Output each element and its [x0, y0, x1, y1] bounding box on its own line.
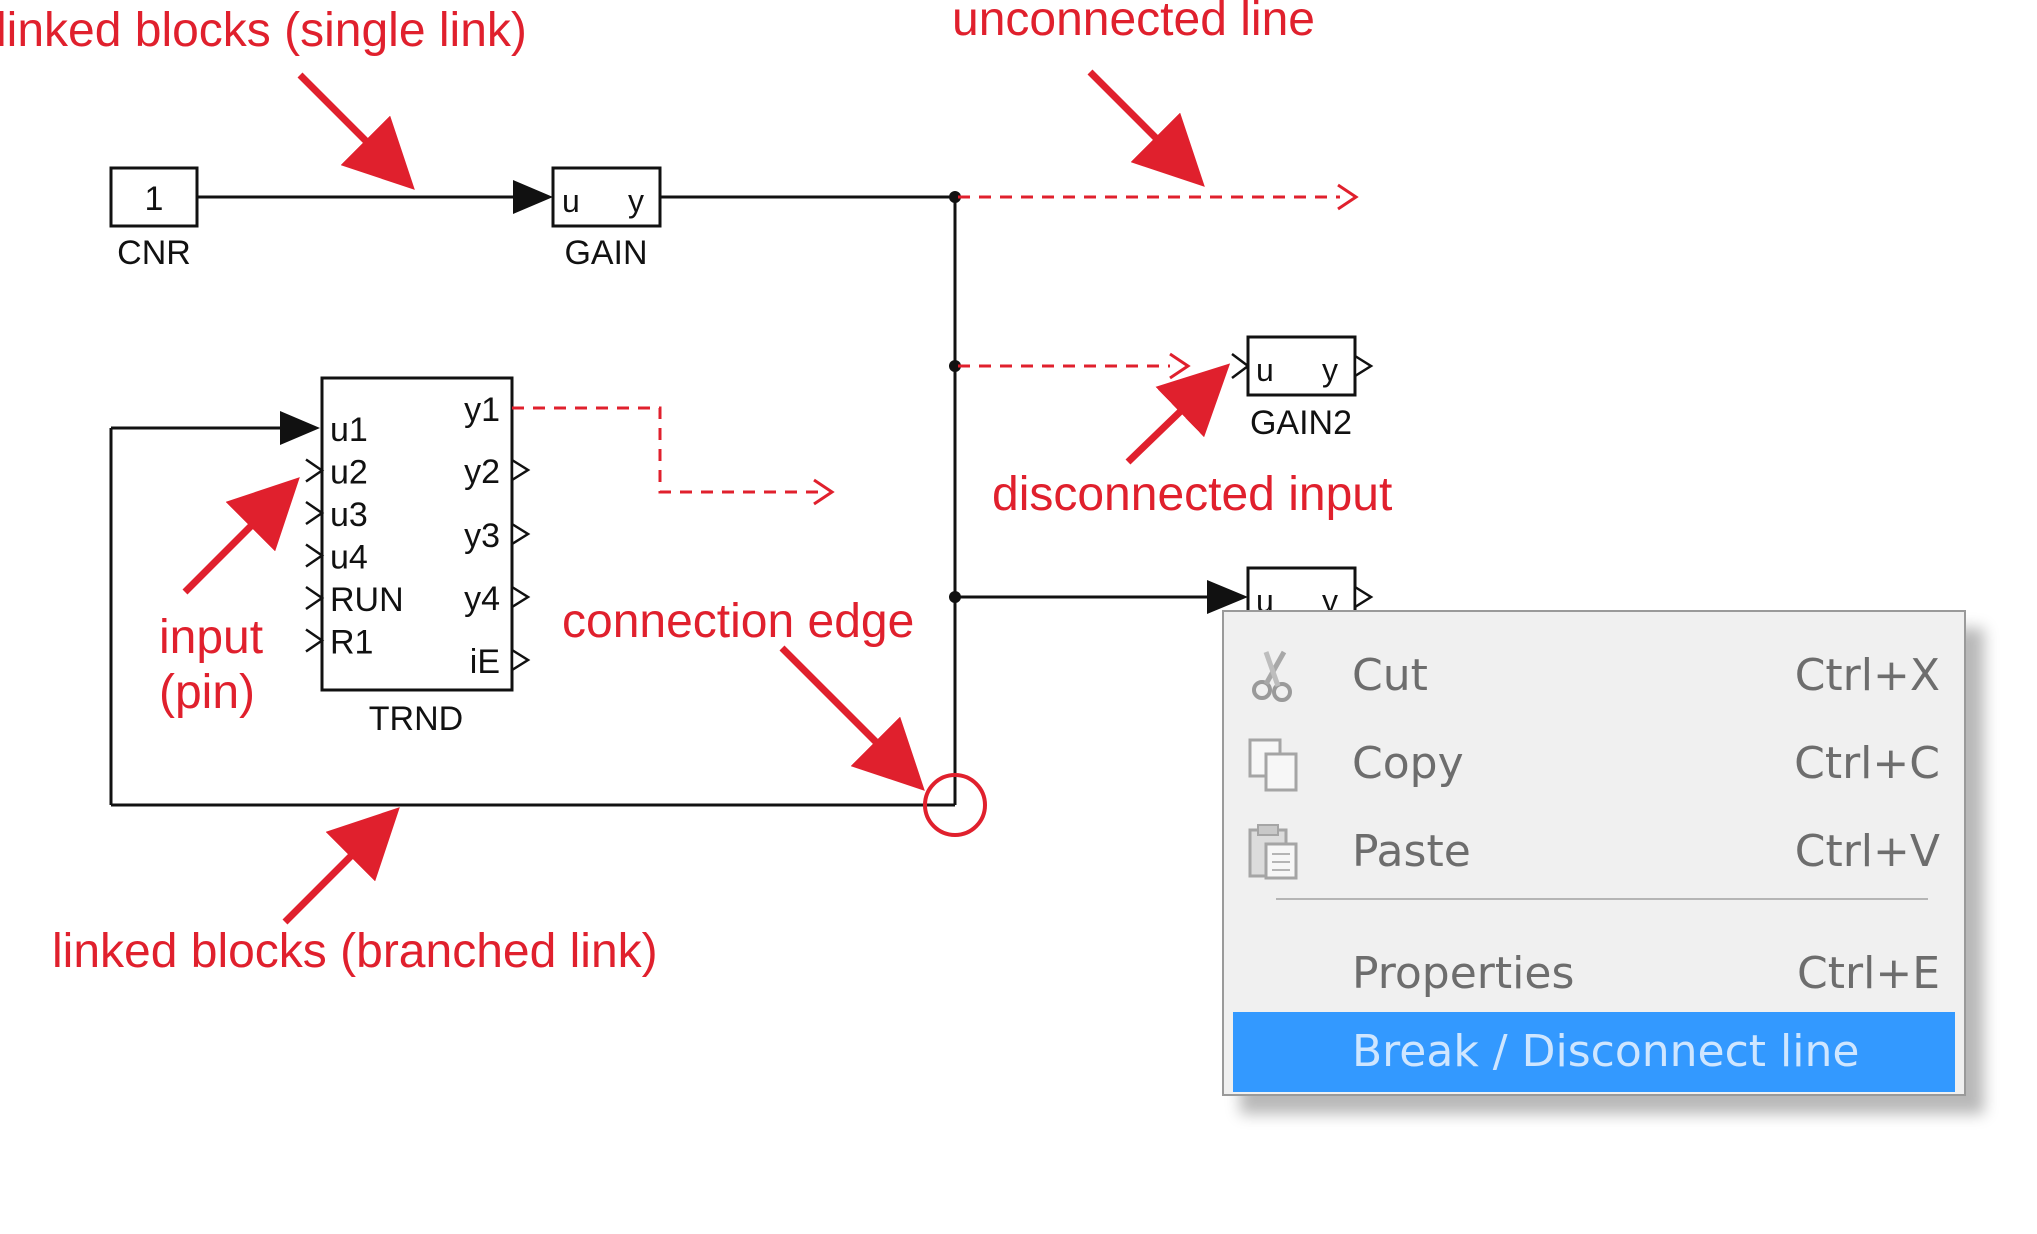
- trnd-input-pin-icon[interactable]: [305, 585, 325, 611]
- menu-item-shortcut: Ctrl+X: [1794, 650, 1940, 701]
- trnd-output-pin-icon[interactable]: [510, 647, 531, 673]
- trnd-output-pin-icon[interactable]: [510, 584, 531, 610]
- trnd-input-pin-icon[interactable]: [305, 500, 325, 526]
- cnr-label: CNR: [117, 234, 191, 272]
- trnd-output-pin-icon[interactable]: [510, 521, 531, 547]
- trnd-input-label: u4: [330, 539, 368, 577]
- trnd-input-label: u2: [330, 454, 368, 492]
- link-arrowhead: [1207, 580, 1248, 614]
- trnd-input-label: u3: [330, 496, 368, 534]
- context-menu: Cut Ctrl+X Copy Ctrl+C Paste Ctrl+V Prop…: [1222, 610, 1966, 1096]
- menu-item-shortcut: Ctrl+V: [1794, 826, 1940, 877]
- trnd-output-label: y3: [464, 517, 500, 555]
- trnd-input-label: u1: [330, 411, 368, 449]
- menu-item-cut[interactable]: Cut Ctrl+X: [1224, 636, 1964, 716]
- annotation-arrow: [182, 477, 300, 595]
- annotation-connection-edge: connection edge: [562, 595, 915, 648]
- menu-item-shortcut: Ctrl+E: [1797, 948, 1940, 999]
- menu-item-shortcut: Ctrl+C: [1794, 738, 1940, 789]
- disconnected-line-end: [1169, 352, 1191, 380]
- menu-item-label: Break / Disconnect line: [1352, 1026, 1860, 1077]
- trnd-input-pin-icon[interactable]: [305, 543, 325, 568]
- unconnected-line-end: [1337, 183, 1359, 211]
- trnd-output-label: y2: [464, 453, 500, 491]
- gain-block[interactable]: u y GAIN: [551, 166, 662, 272]
- annotation-unconnected-line: unconnected line: [952, 0, 1315, 46]
- link-arrowhead: [513, 180, 553, 214]
- trnd-label: TRND: [369, 700, 463, 738]
- paste-icon: [1248, 824, 1298, 880]
- trnd-output-pin-icon[interactable]: [510, 457, 531, 483]
- junction-dot: [949, 191, 961, 203]
- menu-item-label: Cut: [1352, 650, 1428, 701]
- cnr-block[interactable]: 1 CNR: [109, 166, 199, 272]
- annotation-branched-link: linked blocks (branched link): [52, 925, 658, 978]
- scissors-icon: [1252, 650, 1292, 702]
- gain2-block[interactable]: u y GAIN2: [1231, 335, 1374, 442]
- annotation-arrow: [282, 807, 400, 925]
- gain2-out-port: y: [1322, 352, 1338, 388]
- annotation-arrow: [1087, 69, 1205, 187]
- annotation-disconnected-input: disconnected input: [992, 468, 1393, 521]
- menu-item-break-disconnect-line[interactable]: Break / Disconnect line: [1233, 1012, 1955, 1092]
- trnd-input-label: R1: [330, 624, 373, 662]
- menu-item-label: Paste: [1352, 826, 1471, 877]
- menu-separator: [1276, 898, 1928, 900]
- connection-edge-marker: [923, 773, 987, 837]
- unconnected-line-y1[interactable]: [512, 406, 820, 494]
- gain2-label: GAIN2: [1250, 404, 1352, 442]
- gain2-in-port: u: [1256, 352, 1274, 388]
- annotation-input-line1: input: [159, 611, 264, 664]
- trnd-input-pin-icon[interactable]: [305, 628, 325, 653]
- gain-out-port: y: [628, 183, 644, 219]
- cnr-value: 1: [145, 180, 164, 218]
- annotation-arrow: [1125, 363, 1231, 465]
- trnd-output-label: y1: [464, 391, 500, 429]
- annotation-single-link: linked blocks (single link): [0, 4, 527, 57]
- trnd-output-label: y4: [464, 580, 500, 618]
- menu-item-label: Copy: [1352, 738, 1464, 789]
- trnd-block[interactable]: TRND: [320, 376, 514, 738]
- unconnected-line-y1-end: [813, 478, 835, 506]
- trnd-output-label: iE: [470, 643, 500, 681]
- annotation-arrow: [297, 72, 415, 190]
- trnd-input-pin-icon[interactable]: [305, 458, 325, 483]
- copy-icon: [1248, 738, 1298, 792]
- gain-label: GAIN: [564, 234, 647, 272]
- gain-in-port: u: [562, 183, 580, 219]
- junction-dot: [949, 360, 961, 372]
- menu-item-label: Properties: [1352, 948, 1575, 999]
- annotation-arrow: [779, 645, 925, 791]
- menu-item-copy[interactable]: Copy Ctrl+C: [1224, 724, 1964, 804]
- trnd-input-label: RUN: [330, 581, 404, 619]
- feedback-arrowhead: [280, 411, 320, 445]
- annotation-input-line2: (pin): [159, 666, 256, 719]
- menu-item-paste[interactable]: Paste Ctrl+V: [1224, 812, 1964, 892]
- menu-item-properties[interactable]: Properties Ctrl+E: [1224, 934, 1964, 1014]
